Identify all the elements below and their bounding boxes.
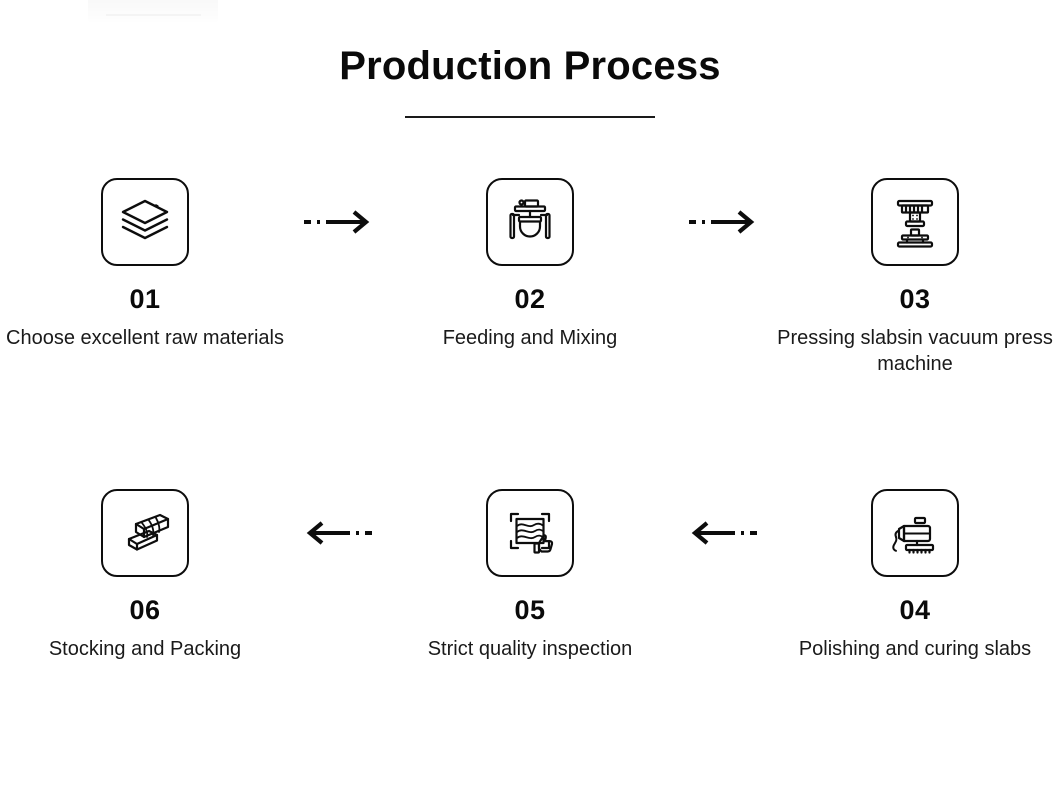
quality-inspection-icon xyxy=(501,504,559,562)
step-03[interactable]: 03 Pressing slabsin vacuum press machine xyxy=(770,178,1060,377)
production-process-flow: 01 Choose excellent raw materials xyxy=(0,178,1060,663)
step-05-number: 05 xyxy=(514,595,546,626)
step-06-icon-box xyxy=(101,489,189,578)
arrow-left-1 xyxy=(290,489,385,577)
stacked-slabs-icon xyxy=(116,504,174,562)
step-03-label: Pressing slabsin vacuum press machine xyxy=(777,327,1053,375)
step-04[interactable]: 04 Polishing and curing slabs xyxy=(770,489,1060,663)
arrow-right-icon xyxy=(687,209,759,235)
step-01-label: Choose excellent raw materials xyxy=(6,327,284,349)
step-05-label: Strict quality inspection xyxy=(427,638,633,661)
step-03-number: 03 xyxy=(899,284,931,314)
step-05[interactable]: 05 Strict quality inspection xyxy=(385,489,675,663)
step-06-label: Stocking and Packing xyxy=(48,638,242,661)
step-02-label: Feeding and Mixing xyxy=(442,327,618,349)
watermark-artifact xyxy=(88,0,218,22)
arrow-left-2 xyxy=(675,489,770,577)
mixer-machine-icon xyxy=(501,193,559,251)
arrow-left-icon xyxy=(302,520,374,546)
step-04-icon-box xyxy=(871,489,959,578)
polishing-machine-icon xyxy=(886,504,944,562)
page-header: Production Process xyxy=(0,44,1060,118)
step-06-number: 06 xyxy=(129,595,161,626)
stacked-layers-icon xyxy=(116,193,174,251)
press-machine-icon xyxy=(886,193,944,251)
step-01-icon-box xyxy=(101,178,189,266)
step-02[interactable]: 02 Feeding and Mixing xyxy=(385,178,675,352)
arrow-right-1 xyxy=(290,178,385,266)
arrow-left-icon xyxy=(687,520,759,546)
arrow-right-icon xyxy=(302,209,374,235)
arrow-right-2 xyxy=(675,178,770,266)
step-06[interactable]: 06 Stocking and Packing xyxy=(0,489,290,663)
step-02-number: 02 xyxy=(514,284,546,314)
step-03-icon-box xyxy=(871,178,959,266)
step-04-number: 04 xyxy=(899,595,931,626)
flow-row-bottom: 06 Stocking and Packing xyxy=(0,489,1060,663)
step-02-icon-box xyxy=(486,178,574,266)
step-01[interactable]: 01 Choose excellent raw materials xyxy=(0,178,290,352)
page-title: Production Process xyxy=(339,44,721,88)
step-04-label: Polishing and curing slabs xyxy=(798,638,1032,661)
step-05-icon-box xyxy=(486,489,574,578)
title-underline xyxy=(405,116,655,118)
flow-row-top: 01 Choose excellent raw materials xyxy=(0,178,1060,377)
step-01-number: 01 xyxy=(129,284,161,314)
